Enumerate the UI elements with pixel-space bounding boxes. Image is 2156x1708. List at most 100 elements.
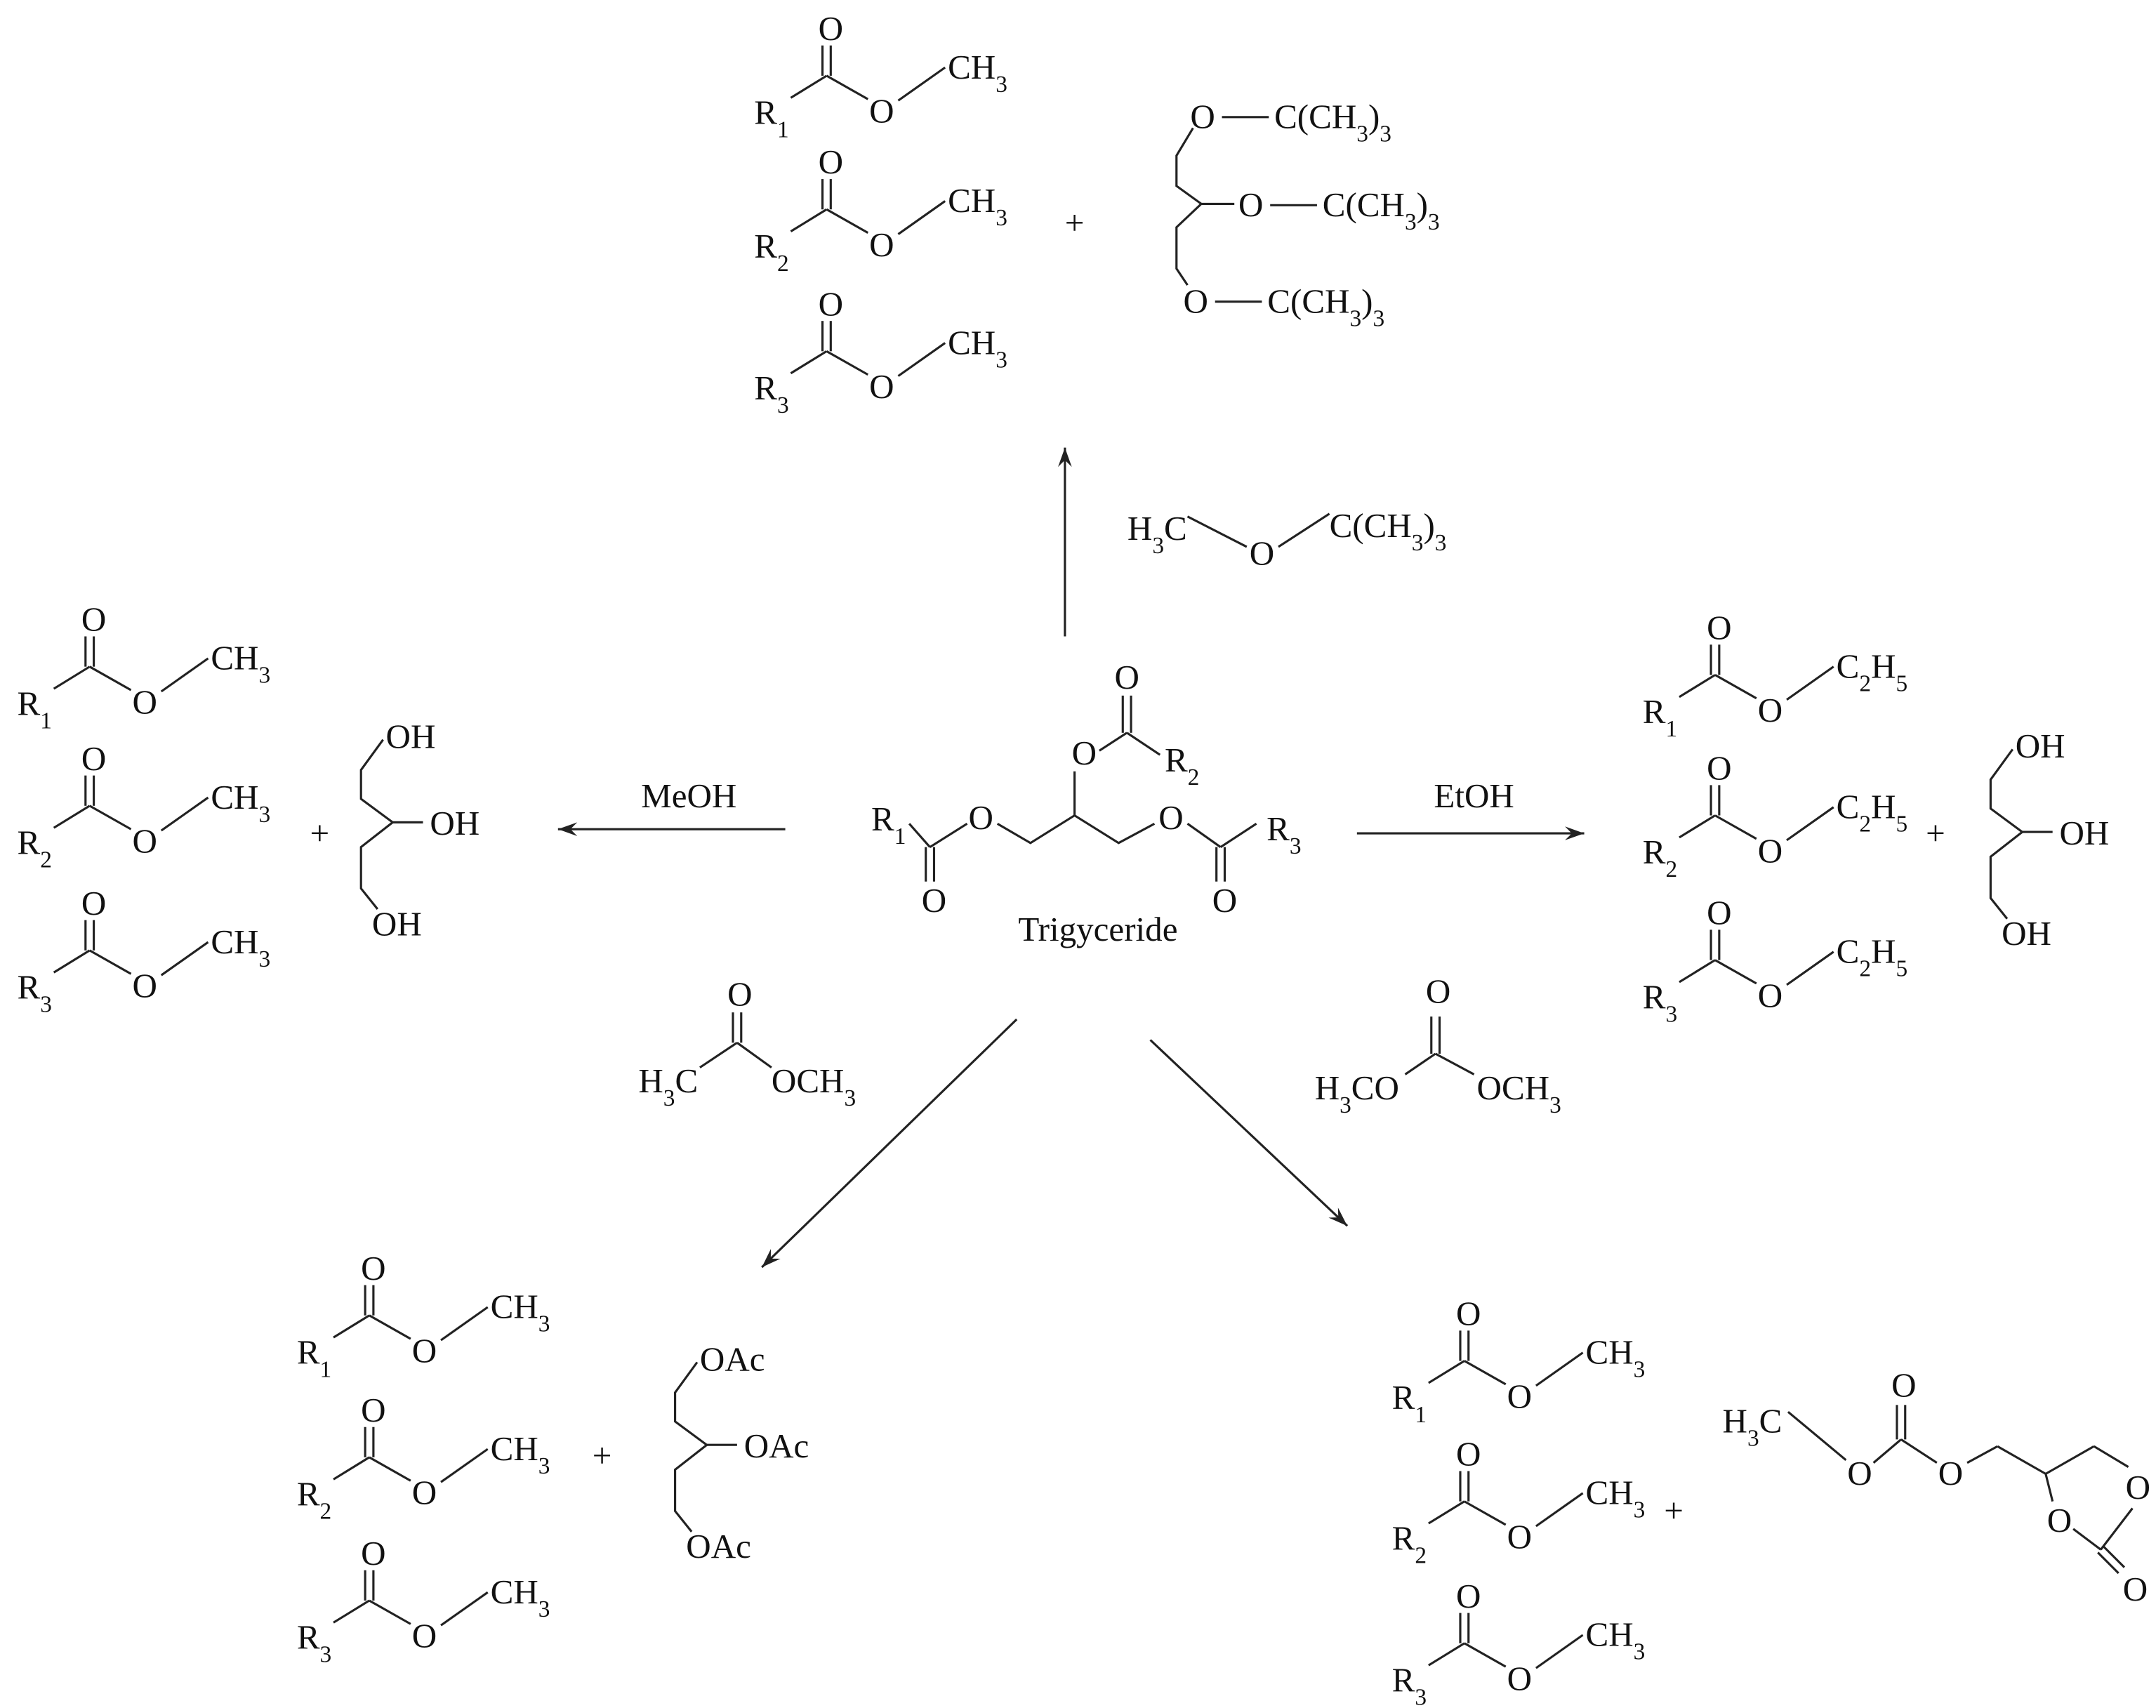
arrow-left-head [557,822,578,836]
right-ester-1-bond [1714,674,1757,700]
top-ester-3-bond [790,350,828,375]
right-ester-3-r-group: R3 [1643,977,1677,1026]
bottom-left-ester-3-bond [333,1599,370,1624]
left-ester-2-ester-oxygen: O [132,822,157,861]
triglyceride-r3: R3 [1267,809,1301,859]
bottom-left-ester-1-carbonyl-oxygen: O [361,1249,385,1287]
bottom-left-ester-3-r-group: R3 [297,1618,331,1668]
top-ester-1-bond [826,74,869,100]
top-ester-3-alkyl: CH3 [948,323,1007,373]
triglyceride-oxygen: O [968,798,993,837]
left-ester-3-carbonyl-oxygen: O [81,884,106,922]
arrow-down-right [1149,1039,1349,1227]
ring-carbonyl [2103,1546,2126,1568]
triglyceride-oxygen: O [922,881,946,920]
mtbe-oxygen: O [1250,534,1274,572]
plus-sign: + [1065,204,1085,242]
dmc-bond [1434,1052,1475,1075]
top-ester-1-bond [790,74,828,99]
bottom-right-ester-3-alkyl: CH3 [1586,1615,1646,1665]
methyl-acetate-methoxy: OCH3 [772,1061,856,1111]
left-ester-3-r-group: R3 [18,968,52,1018]
right-ester-3-ester-oxygen: O [1758,976,1783,1014]
arrow-down-right-head [1328,1207,1348,1226]
top-ester-1-alkyl: CH3 [948,48,1007,97]
triglyceride-oxygen: O [1072,734,1097,772]
methyl-acetate-bond [699,1042,738,1068]
right-ester-3-bond [1786,951,1834,986]
right-ester-1-alkyl: C2H5 [1837,647,1907,696]
left-ester-2-carbonyl-oxygen: O [81,739,106,778]
top-ester-2-ester-oxygen: O [869,225,894,264]
left-ester-1-ester-oxygen: O [132,682,157,721]
ring-bond [2045,1445,2095,1475]
triglyceride-name: Trigyceride [1018,910,1177,948]
ring-bond [2044,1474,2054,1502]
bottom-left-ester-2-carbonyl-oxygen: O [361,1391,385,1429]
bottom-left-ester-3-bond [440,1591,489,1627]
left-ester-2-alkyl: CH3 [211,778,270,827]
glycerol-right-group-3: OH [2002,914,2051,953]
right-ester-2-r-group: R2 [1643,833,1677,882]
ether-oxygen-1: O [1190,97,1215,135]
bottom-right-ester-2-ester-oxygen: O [1507,1517,1532,1556]
glycerol-left-group-3: OH [372,904,422,943]
bottom-right-ester-2-carbonyl-oxygen: O [1456,1435,1481,1474]
tert-butyl-group-1: C(CH3)3 [1274,97,1391,147]
top-ester-3-r-group: R3 [754,369,788,418]
top-ester-1-carbonyl-oxygen: O [819,9,843,48]
plus-sign: + [593,1436,612,1475]
bottom-left-ester-1-bond [333,1314,370,1339]
tert-butyl-group-2: C(CH3)3 [1323,185,1440,235]
triether-backbone [1175,127,1203,286]
reagent-ethanol: EtOH [1434,776,1514,815]
triglyceride-oxygen: O [1114,658,1139,696]
bottom-right-ester-1-r-group: R1 [1392,1378,1427,1428]
carbonate-bond [1966,1445,1998,1464]
ring-carbonyl-oxygen: O [2123,1570,2148,1608]
right-ester-1-bond [1679,674,1716,699]
ring-bond [2072,1528,2102,1551]
bottom-right-ester-2-bond [1535,1492,1584,1528]
bottom-left-ester-2-bond [440,1448,489,1483]
top-ester-3-bond [826,350,869,376]
ether-oxygen-3: O [1184,282,1208,320]
bottom-right-ester-3-carbonyl-oxygen: O [1456,1577,1481,1615]
plus-sign: + [1926,814,1945,852]
bottom-right-ester-2-alkyl: CH3 [1586,1474,1646,1523]
right-ester-2-carbonyl-oxygen: O [1707,749,1731,788]
triglyceride-backbone [996,814,1156,845]
ring-oxygen: O [2047,1501,2072,1540]
bottom-right-ester-1-bond [1428,1360,1465,1384]
dmc-methoxy-left: H3CO [1315,1068,1399,1118]
mtbe-bond [1186,515,1248,548]
top-ester-2-alkyl: CH3 [948,181,1007,231]
bottom-left-ester-1-ester-oxygen: O [412,1332,437,1370]
ring-bond [2100,1507,2134,1551]
bottom-left-ester-2-bond [333,1456,370,1481]
top-ester-2-bond [897,200,946,235]
bottom-right-ester-3-ester-oxygen: O [1507,1659,1532,1697]
carbonate-oxygen: O [1938,1454,1963,1492]
right-ester-2-bond [1786,806,1834,842]
right-ester-2-bond [1679,814,1716,839]
top-ester-2-bond [790,208,828,232]
bottom-right-ester-3-bond [1428,1642,1465,1667]
left-ester-3-ester-oxygen: O [132,967,157,1005]
right-ester-2-alkyl: C2H5 [1837,787,1907,837]
top-ester-1-bond [897,66,946,102]
triglyceride-bond [1126,731,1161,756]
top-ester-1-r-group: R1 [754,93,788,143]
bottom-left-ester-2-bond [369,1456,411,1482]
mtbe-methyl: H3C [1127,509,1187,559]
bottom-right-ester-2-r-group: R2 [1392,1518,1427,1568]
top-ester-3-carbonyl-oxygen: O [819,284,843,323]
left-ester-2-bond [88,805,132,830]
bottom-left-ester-2-alkyl: CH3 [491,1429,550,1479]
triglyceride-bond [1219,823,1257,849]
bottom-left-ester-1-r-group: R1 [297,1332,331,1382]
arrow-up-head [1058,447,1072,468]
right-ester-1-r-group: R1 [1643,692,1677,741]
dmc-bond [1404,1052,1436,1075]
left-ester-1-bond [160,657,209,693]
